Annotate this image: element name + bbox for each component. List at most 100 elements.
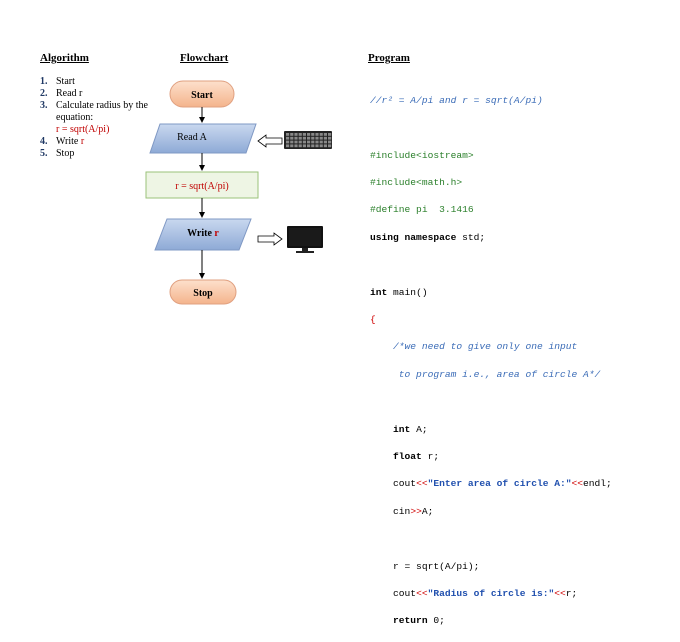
code-text: 0; [427,615,445,627]
input-hollow-arrow [257,134,283,148]
keyboard-icon [284,131,332,149]
keyboard-key [319,140,323,144]
code-decl-line: float r; [370,450,670,464]
start-terminal: Start [169,80,235,108]
flowchart-diagram: Start Read A r = sqrt(A/pi) Write r Stop [145,80,332,305]
code-keyword: int [393,423,411,435]
output-hollow-arrow [257,232,283,246]
keyboard-key [311,133,315,136]
keyboard-key [315,140,319,144]
keyboard-key [298,136,302,140]
keyboard-key [311,144,315,148]
keyboard-key [294,140,298,144]
code-cout-line: cout<<"Radius of circle is:"<<r; [370,587,670,601]
keyboard-key [298,140,302,144]
keyboard-key [298,133,302,136]
keyboard-key [315,144,319,148]
program-code: //r² = A/pi and r = sqrt(A/pi) #include<… [370,80,670,642]
code-cin-line: cin>>A; [370,505,670,519]
step-text: Start [56,76,75,87]
program-heading: Program [368,52,410,64]
keyboard-key [307,133,311,136]
code-include: #include<math.h> [370,176,463,188]
code-keyword: return [393,615,428,627]
step-number: 4. [40,136,48,147]
step-text: Read r [56,88,83,99]
keyboard-key [311,140,315,144]
write-variable: r [214,228,219,239]
step-number: 2. [40,88,48,99]
algorithm-step: 2. Read r [40,88,160,100]
keyboard-key [302,140,306,144]
monitor-icon [287,226,323,253]
code-operator: << [416,478,428,490]
keyboard-key [328,144,332,148]
keyboard-key [290,144,294,148]
keyboard-key [302,133,306,136]
keyboard-key [286,136,290,140]
keyboard-key [290,133,294,136]
keyboard-key [290,136,294,140]
write-label: Write r [187,228,219,239]
keyboard-key [298,144,302,148]
code-keyword: using namespace [370,231,457,243]
keyboard-key [302,136,306,140]
code-decl-line: int A; [370,423,670,437]
code-operator: << [416,587,428,599]
algorithm-heading: Algorithm [40,52,89,64]
code-text: std; [456,231,486,243]
keyboard-key [286,133,290,136]
code-keyword: int [370,286,388,298]
code-operator: >> [410,505,422,517]
code-operator: << [554,587,566,599]
code-string: "Radius of circle is:" [427,587,555,599]
code-include: #include<iostream> [370,149,474,161]
keyboard-key [315,136,319,140]
code-keyword: float [393,450,422,462]
keyboard-key [286,140,290,144]
read-input-node: Read A [149,123,257,154]
code-comment-line: /*we need to give only one input [393,341,578,353]
code-text: A; [421,505,434,517]
keyboard-key [311,136,315,140]
keyboard-key [323,136,327,140]
step-text-group: Calculate radius by the equation: r = sq… [56,100,160,136]
code-operator: << [571,478,584,490]
code-text: r = sqrt(A/pi); [393,560,480,572]
code-comment-line: to program i.e., area of circle A*/ [393,368,601,380]
keyboard-key [302,144,306,148]
process-node: r = sqrt(A/pi) [145,171,259,199]
keyboard-key [307,136,311,140]
write-text: Write [187,228,214,239]
code-text: A; [410,423,428,435]
algorithm-list: 1. Start 2. Read r 3. Calculate radius b… [40,76,160,160]
flowchart-heading: Flowchart [180,52,229,64]
step-text-group: Write r [56,136,160,148]
keyboard-key [323,144,327,148]
keyboard-key [328,136,332,140]
read-label: Read A [177,132,207,143]
keyboard-key [319,133,323,136]
stop-terminal: Stop [169,279,237,305]
algorithm-step: 3. Calculate radius by the equation: r =… [40,100,160,136]
step-equation: r = sqrt(A/pi) [56,124,110,135]
keyboard-key [307,140,311,144]
code-define: #define pi 3.1416 [370,204,474,216]
process-label: r = sqrt(A/pi) [175,181,228,192]
code-string: "Enter area of circle A:" [427,478,572,490]
code-brace: { [370,313,376,325]
keyboard-key [328,140,332,144]
code-text: r; [565,587,578,599]
code-text: cout [393,587,417,599]
keyboard-key [290,140,294,144]
algorithm-step: 5. Stop [40,148,160,160]
code-return-line: return 0; [370,614,670,628]
code-text: endl; [583,478,612,490]
write-output-node: Write r [154,218,252,251]
code-text: cout [393,478,417,490]
keyboard-key [323,133,327,136]
keyboard-key [328,133,332,136]
step-text: Write [56,136,81,147]
code-text: cin [393,505,411,517]
step-text: Calculate radius by the equation: [56,100,148,123]
